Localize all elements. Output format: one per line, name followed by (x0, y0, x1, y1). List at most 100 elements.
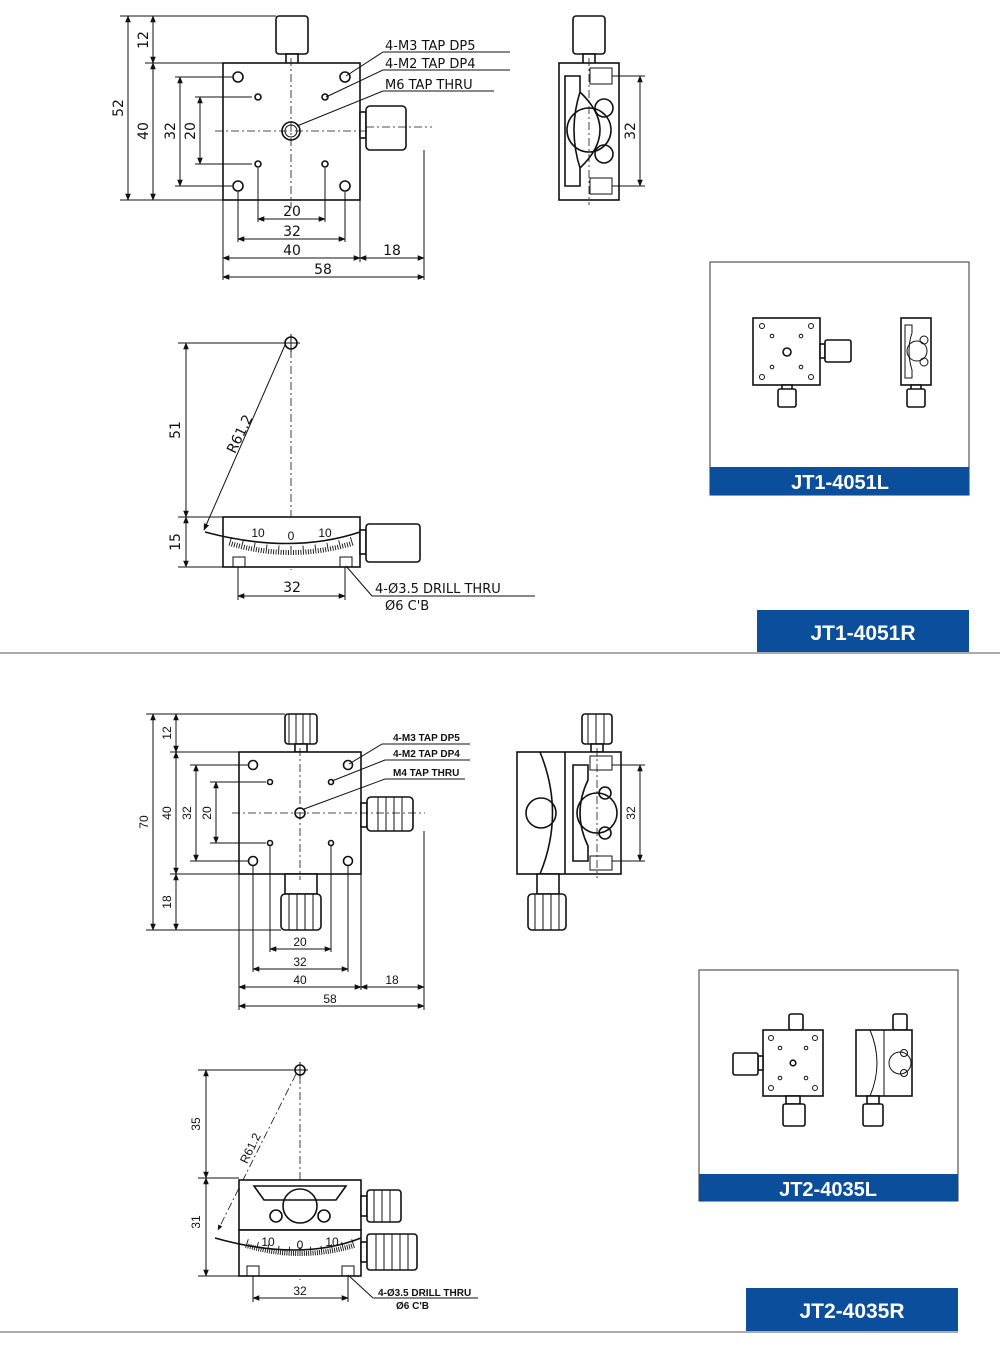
dim-52: 52 (111, 99, 127, 117)
scale-tick (344, 1245, 347, 1251)
scale-tick (250, 546, 253, 552)
scale-tick (312, 548, 315, 554)
note-m2: 4-M2 TAP DP4 (393, 749, 460, 760)
scale-left-10: 10 (251, 526, 265, 540)
dim-31: 31 (189, 1215, 203, 1229)
scale-tick (318, 1249, 321, 1255)
scale-tick (264, 1247, 267, 1253)
scale-tick (277, 545, 280, 555)
drill-note: 4-Ø3.5 DRILL THRU (378, 1288, 471, 1299)
thumbnail-label: JT1-4051L (791, 472, 889, 494)
dim-20h: 20 (293, 935, 307, 949)
dim-32v: 32 (180, 806, 194, 820)
dim-18h: 18 (385, 973, 399, 987)
scale-tick (325, 1249, 327, 1255)
scale-tick (243, 544, 246, 550)
scale-tick (266, 1244, 270, 1254)
dim-32-front: 32 (283, 580, 301, 596)
jt2-model-badge: JT2-4035R (746, 1288, 958, 1331)
note-m4: M4 TAP THRU (393, 768, 459, 779)
stage-body (222, 62, 361, 201)
scale-tick (329, 1248, 332, 1254)
scale-tick (319, 547, 322, 553)
dim-40v: 40 (160, 806, 174, 820)
jt2-plan-view: 4-M3 TAP DP5 4-M2 TAP DP4 M4 TAP THRU 70… (137, 713, 470, 1010)
scale-tick (330, 1244, 334, 1254)
scale-tick (270, 1248, 273, 1254)
thumbnail-label-bar (710, 467, 969, 495)
scale-tick (248, 545, 250, 551)
scale-tick (348, 1244, 351, 1250)
scale-tick (247, 1243, 250, 1249)
thumbnail-label-bar (699, 1174, 958, 1201)
scale-tick (253, 1245, 256, 1251)
scale-tick (346, 1244, 349, 1250)
scale-tick (336, 544, 339, 550)
dim-12: 12 (160, 726, 174, 740)
dim-32-side: 32 (624, 806, 638, 820)
scale-tick (288, 1246, 290, 1256)
scale-tick (314, 544, 317, 554)
scale-tick (262, 548, 265, 554)
angle-scale (245, 1239, 355, 1257)
jt2-side-view: 32 (516, 713, 645, 931)
scale-left-10: 10 (261, 1235, 275, 1249)
counterbore-note: Ø6 C'B (396, 1301, 429, 1312)
micrometer-knob (275, 15, 309, 55)
scale-zero: 0 (288, 529, 295, 543)
scale-tick (341, 543, 344, 549)
dim-58: 58 (314, 262, 332, 278)
note-m3: 4-M3 TAP DP5 (385, 39, 476, 54)
scale-tick (326, 542, 329, 552)
scale-tick (310, 549, 312, 555)
scale-tick (240, 540, 244, 550)
scale-tick (245, 545, 248, 551)
jt1-model-badge: JT1-4051R (757, 610, 969, 652)
scale-right-10: 10 (325, 1235, 339, 1249)
dim-40h: 40 (283, 243, 301, 259)
scale-tick (230, 541, 234, 547)
scale-tick (265, 544, 268, 554)
scale-tick (340, 1246, 343, 1252)
dim-32h: 32 (283, 224, 301, 240)
scale-tick (323, 1249, 325, 1255)
dim-12: 12 (136, 31, 152, 49)
jt1-front-view: R61.2 10 0 10 51 15 32 4-Ø3.5 DRILL THRU… (168, 334, 535, 614)
scale-tick (317, 548, 320, 554)
dim-15: 15 (168, 533, 184, 551)
dim-32-front: 32 (293, 1284, 307, 1298)
jt1-plan-view: 4-M3 TAP DP5 4-M2 TAP DP4 M6 TAP THRU 52… (111, 15, 510, 280)
scale-tick (260, 1246, 263, 1252)
scale-tick (253, 542, 256, 552)
note-m3: 4-M3 TAP DP5 (393, 733, 460, 744)
jt2-front-view: R61.2 10 0 10 35 31 32 (189, 1062, 478, 1312)
scale-tick (332, 545, 334, 551)
scale-tick (334, 545, 337, 551)
scale-tick (260, 547, 263, 553)
dim-20v: 20 (200, 806, 214, 820)
scale-tick (346, 542, 349, 548)
dim-20h: 20 (283, 204, 301, 220)
scale-tick (249, 1244, 252, 1250)
scale-tick (329, 546, 332, 552)
scale-tick (257, 1246, 260, 1252)
radius-label: R61.2 (237, 1130, 264, 1165)
dim-20v: 20 (183, 122, 199, 140)
scale-tick (302, 545, 305, 555)
radius-label: R61.2 (224, 412, 256, 456)
dim-35: 35 (189, 1117, 203, 1131)
scale-tick (262, 1247, 265, 1253)
dim-40h: 40 (293, 973, 307, 987)
scale-tick (333, 1247, 336, 1253)
scale-tick (327, 1248, 330, 1254)
model-label: JT1-4051R (810, 622, 915, 645)
note-m2: 4-M2 TAP DP4 (385, 57, 476, 72)
drill-note: 4-Ø3.5 DRILL THRU (375, 582, 501, 597)
scale-tick (341, 1241, 345, 1251)
scale-tick (268, 1248, 271, 1254)
scale-tick (255, 547, 258, 553)
model-label: JT2-4035R (799, 1300, 904, 1323)
scale-tick (322, 547, 325, 553)
scale-tick (350, 1243, 353, 1249)
